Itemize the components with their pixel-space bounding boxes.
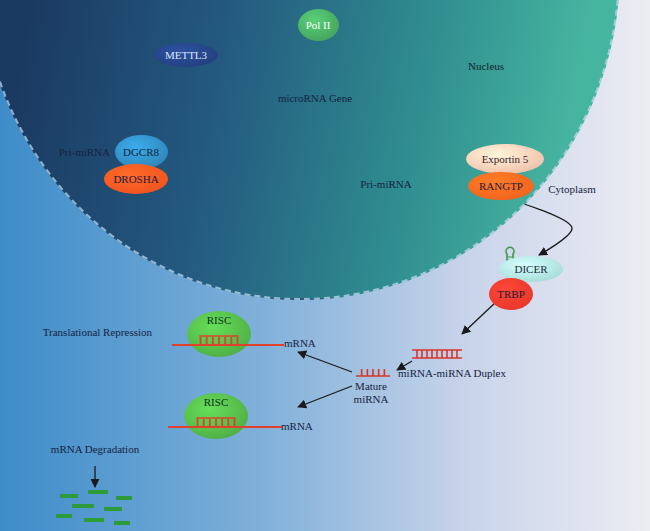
transport-ellipse: Exportin 5 bbox=[465, 143, 545, 175]
node-text: Pol II bbox=[306, 19, 331, 31]
risc-complex: RISC bbox=[183, 392, 249, 440]
node-text: DICER bbox=[515, 263, 548, 275]
flow-arrow bbox=[515, 201, 572, 255]
rna-label: mRNA bbox=[284, 337, 328, 350]
outcome-label: Translational Repression bbox=[18, 326, 152, 339]
outcome-label: mRNA Degradation bbox=[35, 443, 155, 456]
node-text: RISC bbox=[207, 314, 231, 326]
node-text: Exportin 5 bbox=[482, 153, 529, 165]
rna-label: miRNA-miRNA Duplex bbox=[387, 367, 517, 380]
polymerase-ellipse: Pol II bbox=[297, 8, 340, 42]
gene-label: microRNA Gene bbox=[255, 92, 375, 105]
protein-ellipse: TRBP bbox=[488, 277, 534, 311]
node-text: RANGTP bbox=[479, 180, 523, 192]
arrow bbox=[462, 302, 496, 334]
enzyme-ellipse: METTL3 bbox=[153, 42, 219, 68]
risc-complex: RISC bbox=[186, 310, 252, 358]
node-text: DROSHA bbox=[113, 173, 158, 185]
arrow bbox=[94, 466, 95, 487]
node-text: TRBP bbox=[497, 288, 525, 300]
region-label: Cytoplasm bbox=[532, 183, 612, 196]
node-text: METTL3 bbox=[165, 49, 207, 61]
rna-label: mRNA bbox=[281, 420, 325, 433]
node-text: Nucleus bbox=[468, 60, 504, 72]
arrow bbox=[298, 386, 352, 407]
rna-label: Mature miRNA bbox=[347, 380, 395, 405]
rna-label: Pri-miRNA bbox=[38, 146, 110, 159]
protein-ellipse: RANGTP bbox=[467, 171, 535, 201]
rna-label: Pri-miRNA bbox=[346, 178, 426, 191]
node-text: RISC bbox=[204, 396, 228, 408]
arrow bbox=[298, 352, 352, 372]
node-text: DGCR8 bbox=[123, 146, 159, 158]
enzyme-ellipse: DROSHA bbox=[103, 163, 169, 195]
